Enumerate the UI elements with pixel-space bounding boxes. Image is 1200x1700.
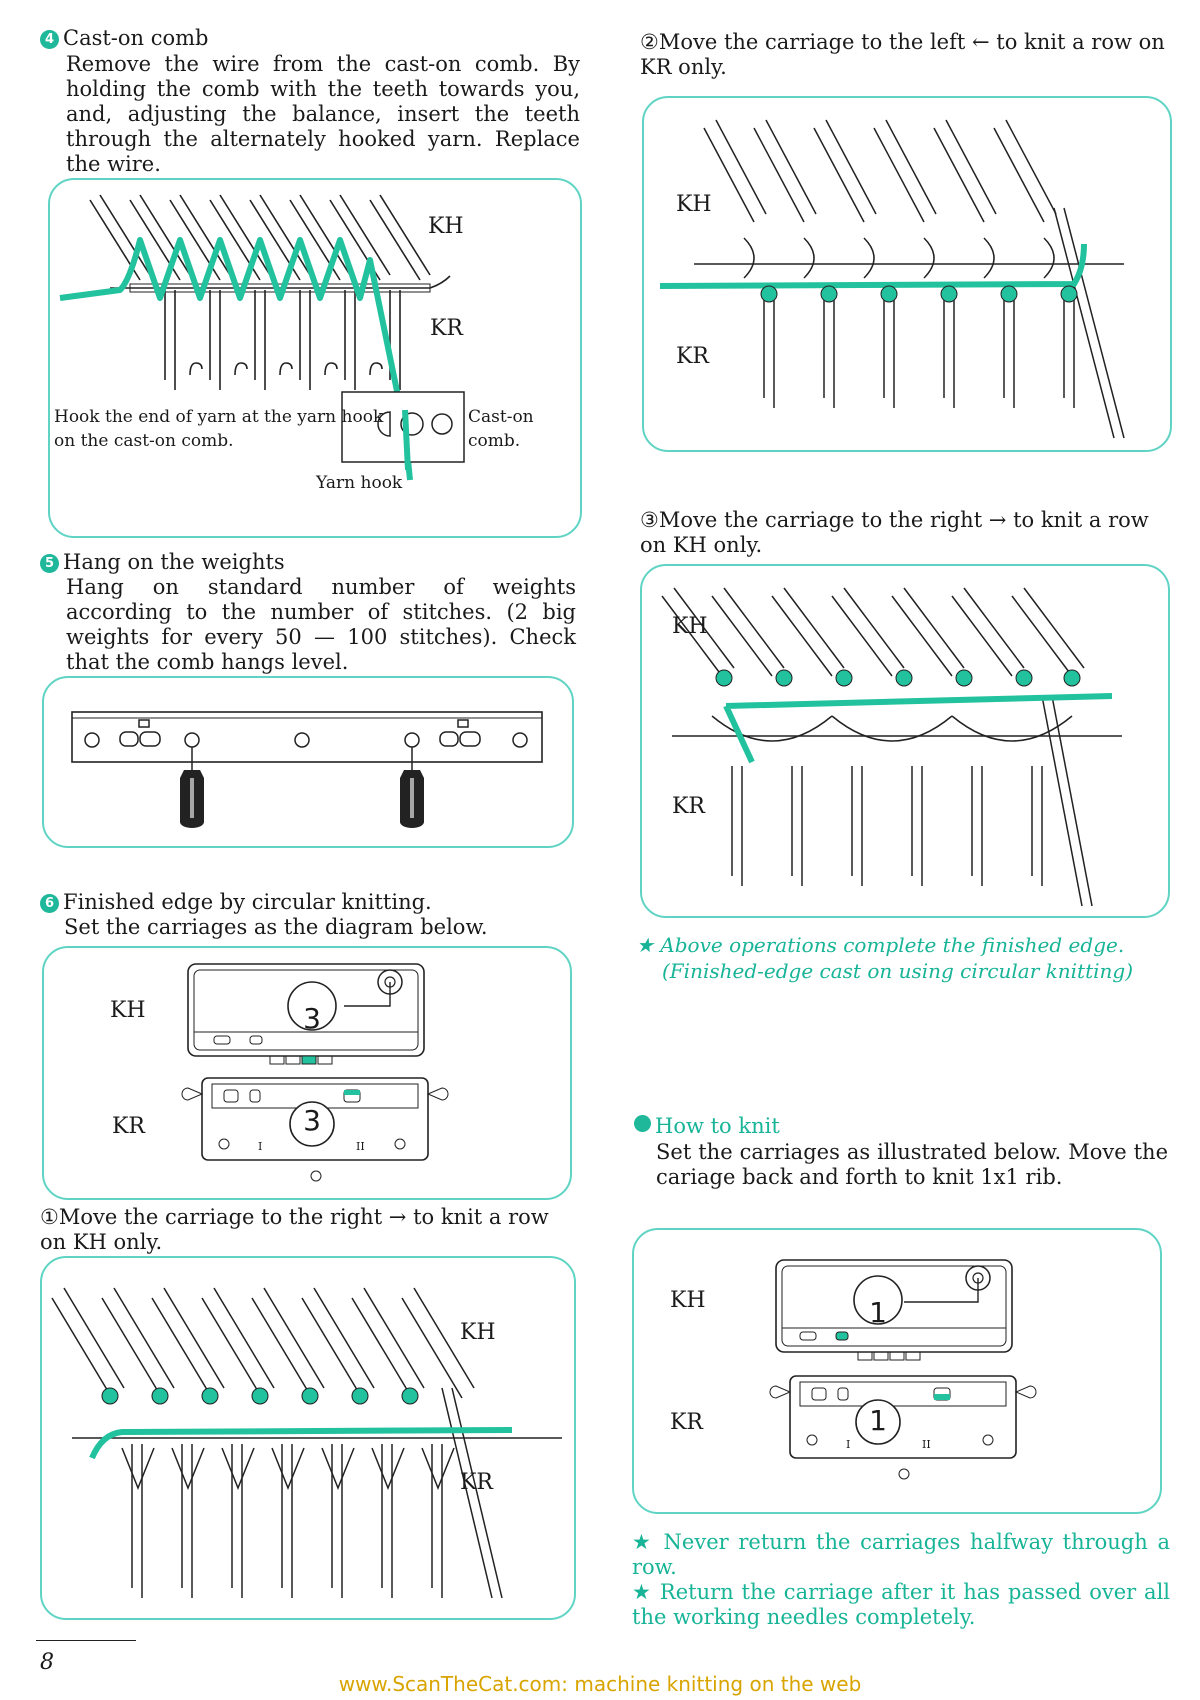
stitch-dial-icon: [218, 1138, 230, 1150]
note-never-return: ★ Never return the carriages halfway thr…: [632, 1530, 1170, 1579]
finished-edge-note-line1: ★ Above operations complete the finished…: [636, 933, 1125, 957]
footer-link[interactable]: www.ScanTheCat.com: machine knitting on …: [338, 1672, 862, 1696]
step2-knitting-illustration: [659, 119, 1125, 439]
kh-label: KH: [110, 998, 146, 1023]
kr-label: KR: [670, 1410, 703, 1435]
weight-icon: [400, 770, 424, 828]
kh-label: KH: [672, 614, 708, 639]
section4-figure-panel: KH KR Hook the end of yarn at the yarn h…: [48, 178, 582, 538]
position-i-label: I: [846, 1438, 851, 1451]
finished-edge-note-line2: (Finished-edge cast on using circular kn…: [662, 959, 1134, 983]
section5-number-icon: 5: [40, 554, 59, 573]
section5-body: Hang on standard number of weights accor…: [66, 575, 576, 674]
section5-figure-panel: [42, 676, 574, 848]
page-number: 8: [40, 1650, 54, 1675]
page-number-rule: [36, 1640, 136, 1641]
step3-knitting-illustration: [661, 587, 1122, 907]
section6-number-icon: 6: [40, 894, 59, 913]
weights-on-comb-illustration: [71, 711, 543, 828]
kh-label: KH: [676, 192, 712, 217]
cast-on-comb-illustration: [59, 194, 465, 481]
kr-label: KR: [430, 316, 463, 341]
kh-dial-value: 1: [869, 1296, 887, 1329]
kh-label: KH: [428, 214, 464, 239]
kr-dial-value: 1: [869, 1404, 887, 1437]
step1-knitting-illustration: [51, 1287, 562, 1599]
step3-figure-panel: KH KR: [640, 564, 1170, 918]
step2-figure-panel: KH KR: [642, 96, 1172, 452]
kr-label: KR: [112, 1114, 145, 1139]
position-ii-label: II: [356, 1140, 365, 1153]
hook-note-line2: on the cast-on comb.: [54, 431, 234, 451]
how-to-knit-heading: How to knit: [634, 1114, 780, 1139]
section4-title: Cast-on comb: [63, 26, 209, 50]
step1-figure-panel: KH KR: [40, 1256, 576, 1620]
stitch-dial-icon: [982, 1434, 994, 1446]
comb-label-line1: Cast-on: [468, 407, 534, 427]
step2-text: ②Move the carriage to the left ← to knit…: [640, 30, 1165, 79]
kh-label: KH: [460, 1320, 496, 1345]
position-ii-label: II: [922, 1438, 931, 1451]
kh-dial-value: 3: [303, 1002, 321, 1035]
carriage-settings-1-illustration: [769, 1259, 1037, 1480]
position-i-label: I: [258, 1140, 263, 1153]
yarn-hook-label: Yarn hook: [316, 473, 403, 493]
step3-text: ③Move the carriage to the right → to kni…: [640, 508, 1149, 557]
bullet-icon: [634, 1115, 651, 1132]
comb-label-line2: comb.: [468, 431, 521, 451]
carriage-settings-3-illustration: [181, 963, 449, 1182]
kr-label: KR: [676, 344, 709, 369]
stitch-dial-icon: [806, 1434, 818, 1446]
kr-label: KR: [672, 794, 705, 819]
how-to-knit-figure-panel: KH KR 1 1 I II: [632, 1228, 1162, 1514]
section6-figure-panel: KH KR 3 3 I II: [42, 946, 572, 1200]
hook-note-line1: Hook the end of yarn at the yarn hook: [54, 407, 384, 427]
section4-number-icon: 4: [40, 30, 59, 49]
kh-label: KH: [670, 1288, 706, 1313]
kr-label: KR: [460, 1470, 493, 1495]
section5-title: Hang on the weights: [63, 550, 285, 574]
section4-body: Remove the wire from the cast-on comb. B…: [66, 52, 580, 176]
step1-text: ①Move the carriage to the right → to kni…: [40, 1205, 549, 1254]
kr-dial-value: 3: [303, 1104, 321, 1137]
weight-icon: [180, 770, 204, 828]
section6-body: Set the carriages as the diagram below.: [64, 915, 488, 939]
how-to-knit-title: How to knit: [655, 1114, 780, 1138]
stitch-dial-icon: [394, 1138, 406, 1150]
section6-title: Finished edge by circular knitting.: [63, 890, 432, 914]
how-to-knit-body: Set the carriages as illustrated below. …: [656, 1140, 1168, 1189]
note-return-carriage: ★ Return the carriage after it has passe…: [632, 1580, 1170, 1629]
